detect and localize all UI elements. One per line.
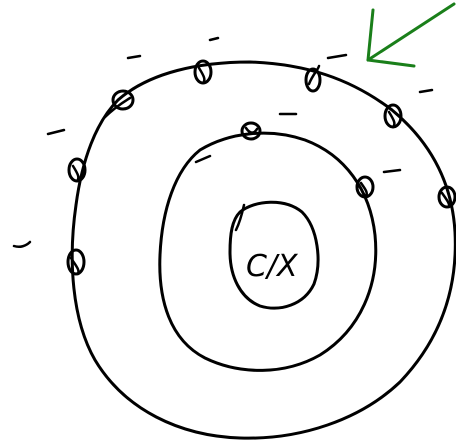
electron-inner-1 — [242, 123, 260, 139]
dash-marks — [14, 38, 432, 247]
electron-outer-6 — [68, 250, 84, 274]
outer-electrons — [68, 61, 455, 274]
arrow-icon — [368, 4, 454, 66]
nucleus-label: C/X — [246, 249, 299, 284]
